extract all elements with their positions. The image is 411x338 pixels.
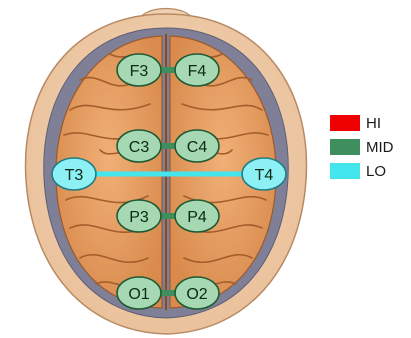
electrode-o2-label: O2 [186, 286, 207, 303]
electrode-c3-marker [116, 129, 162, 163]
electrode-f4: F4 [174, 53, 220, 87]
electrode-p3: P3 [116, 199, 162, 233]
legend-mid-label: MID [366, 138, 394, 156]
electrode-c4-label: C4 [187, 139, 208, 156]
legend-hi-swatch [330, 115, 360, 131]
electrode-c4: C4 [174, 129, 220, 163]
electrode-c3-label: C3 [129, 139, 150, 156]
electrode-t3-marker [51, 157, 97, 191]
legend: HI MID LO [330, 113, 394, 185]
legend-lo-swatch [330, 163, 360, 179]
electrode-f3-label: F3 [130, 63, 149, 80]
electrode-o2-marker [174, 276, 220, 310]
legend-hi-label: HI [366, 114, 381, 132]
electrode-t3-label: T3 [65, 167, 84, 184]
electrode-f4-marker [174, 53, 220, 87]
electrode-p4-marker [174, 199, 220, 233]
electrode-o1-marker [116, 276, 162, 310]
electrode-c4-marker [174, 129, 220, 163]
electrode-t4-label: T4 [255, 167, 274, 184]
electrode-t3: T3 [51, 157, 97, 191]
electrode-t4: T4 [241, 157, 287, 191]
electrode-p3-marker [116, 199, 162, 233]
legend-lo: LO [330, 161, 394, 181]
electrode-o1-label: O1 [128, 286, 149, 303]
legend-mid-swatch [330, 139, 360, 155]
electrode-f3-marker [116, 53, 162, 87]
electrode-o1: O1 [116, 276, 162, 310]
electrode-t4-marker [241, 157, 287, 191]
electrode-f4-label: F4 [188, 63, 207, 80]
electrode-f3: F3 [116, 53, 162, 87]
electrode-p4-label: P4 [187, 209, 207, 226]
electrode-o2: O2 [174, 276, 220, 310]
legend-hi: HI [330, 113, 394, 133]
electrode-c3: C3 [116, 129, 162, 163]
legend-mid: MID [330, 137, 394, 157]
electrode-p3-label: P3 [129, 209, 149, 226]
electrode-p4: P4 [174, 199, 220, 233]
legend-lo-label: LO [366, 162, 387, 180]
